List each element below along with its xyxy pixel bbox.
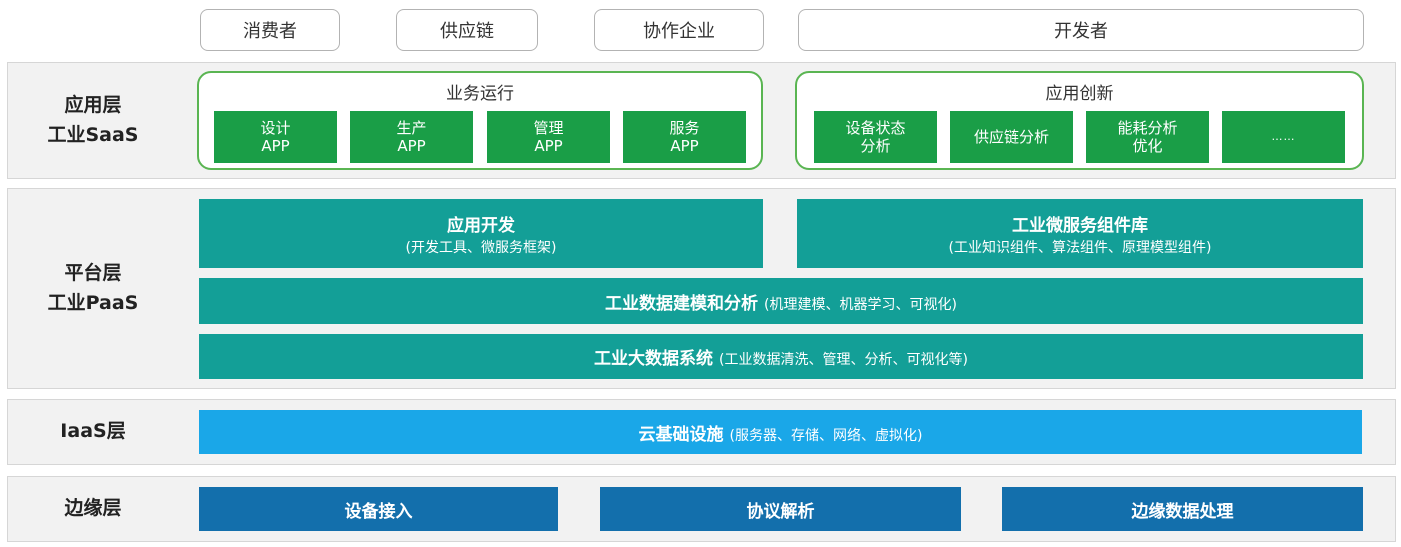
service-app-box: 服务 APP <box>623 111 746 163</box>
data-modeling-box: 工业数据建模和分析 (机理建模、机器学习、可视化) <box>199 278 1363 324</box>
app-line1: 管理 <box>533 119 564 137</box>
big-data-system-box: 工业大数据系统 (工业数据清洗、管理、分析、可视化等) <box>199 334 1363 379</box>
iaas-layer-label: IaaS层 <box>7 399 179 465</box>
paas-label-line1: 平台层 <box>64 262 122 285</box>
user-box-developer: 开发者 <box>798 9 1364 51</box>
equipment-status-analysis-box: 设备状态 分析 <box>814 111 937 163</box>
cloud-infrastructure-sub: (服务器、存储、网络、虚拟化) <box>729 427 923 444</box>
saas-label-line2: 工业SaaS <box>47 123 139 146</box>
edge-label: 边缘层 <box>64 497 122 520</box>
more-apps-box: …… <box>1222 111 1345 163</box>
application-innovation-title: 应用创新 <box>1045 83 1114 104</box>
data-modeling-title: 工业数据建模和分析 <box>605 293 759 314</box>
app-line1: 设计 <box>260 119 291 137</box>
cloud-infrastructure-title: 云基础设施 <box>638 424 724 445</box>
user-label: 消费者 <box>243 21 297 42</box>
paas-label-line2: 工业PaaS <box>47 291 139 314</box>
business-operation-title: 业务运行 <box>446 83 514 104</box>
iaas-label: IaaS层 <box>60 420 126 443</box>
app-line1: …… <box>1271 130 1296 144</box>
user-label: 开发者 <box>1054 21 1108 42</box>
microservice-library-box: 工业微服务组件库 (工业知识组件、算法组件、原理模型组件) <box>797 199 1363 268</box>
edge-data-processing-box: 边缘数据处理 <box>1002 487 1363 531</box>
big-data-system-sub: (工业数据清洗、管理、分析、可视化等) <box>719 352 968 368</box>
microservice-library-title: 工业微服务组件库 <box>1012 215 1148 236</box>
cloud-infrastructure-box: 云基础设施 (服务器、存储、网络、虚拟化) <box>199 410 1362 454</box>
data-modeling-sub: (机理建模、机器学习、可视化) <box>764 296 957 313</box>
saas-label-line1: 应用层 <box>64 94 122 117</box>
app-line2: APP <box>670 137 699 155</box>
app-line2: 优化 <box>1132 137 1163 155</box>
user-box-supply-chain: 供应链 <box>396 9 538 51</box>
app-line1: 设备状态 <box>845 119 906 137</box>
protocol-parsing-box: 协议解析 <box>600 487 961 531</box>
management-app-box: 管理 APP <box>487 111 610 163</box>
user-box-partner: 协作企业 <box>594 9 764 51</box>
paas-layer-label: 平台层 工业PaaS <box>7 188 179 389</box>
user-label: 协作企业 <box>643 21 715 42</box>
supply-chain-analysis-box: 供应链分析 <box>950 111 1073 163</box>
app-line2: APP <box>261 137 290 155</box>
big-data-system-title: 工业大数据系统 <box>594 349 714 369</box>
app-line2: 分析 <box>860 137 891 155</box>
saas-layer-label: 应用层 工业SaaS <box>7 62 179 179</box>
app-line1: 服务 <box>669 119 700 137</box>
edge-item-label: 边缘数据处理 <box>1131 501 1234 522</box>
device-access-box: 设备接入 <box>199 487 558 531</box>
user-label: 供应链 <box>440 21 494 42</box>
app-line1: 供应链分析 <box>973 128 1049 146</box>
production-app-box: 生产 APP <box>350 111 473 163</box>
user-box-consumer: 消费者 <box>200 9 340 51</box>
app-line1: 能耗分析 <box>1117 119 1178 137</box>
energy-analysis-box: 能耗分析 优化 <box>1086 111 1209 163</box>
app-development-sub: (开发工具、微服务框架) <box>405 239 557 256</box>
edge-item-label: 协议解析 <box>746 501 815 522</box>
app-line2: APP <box>397 137 426 155</box>
app-development-box: 应用开发 (开发工具、微服务框架) <box>199 199 763 268</box>
app-line2: APP <box>534 137 563 155</box>
app-development-title: 应用开发 <box>447 215 515 236</box>
microservice-library-sub: (工业知识组件、算法组件、原理模型组件) <box>948 239 1212 256</box>
app-line1: 生产 <box>396 119 427 137</box>
edge-layer-label: 边缘层 <box>7 476 179 542</box>
edge-item-label: 设备接入 <box>344 501 413 522</box>
design-app-box: 设计 APP <box>214 111 337 163</box>
